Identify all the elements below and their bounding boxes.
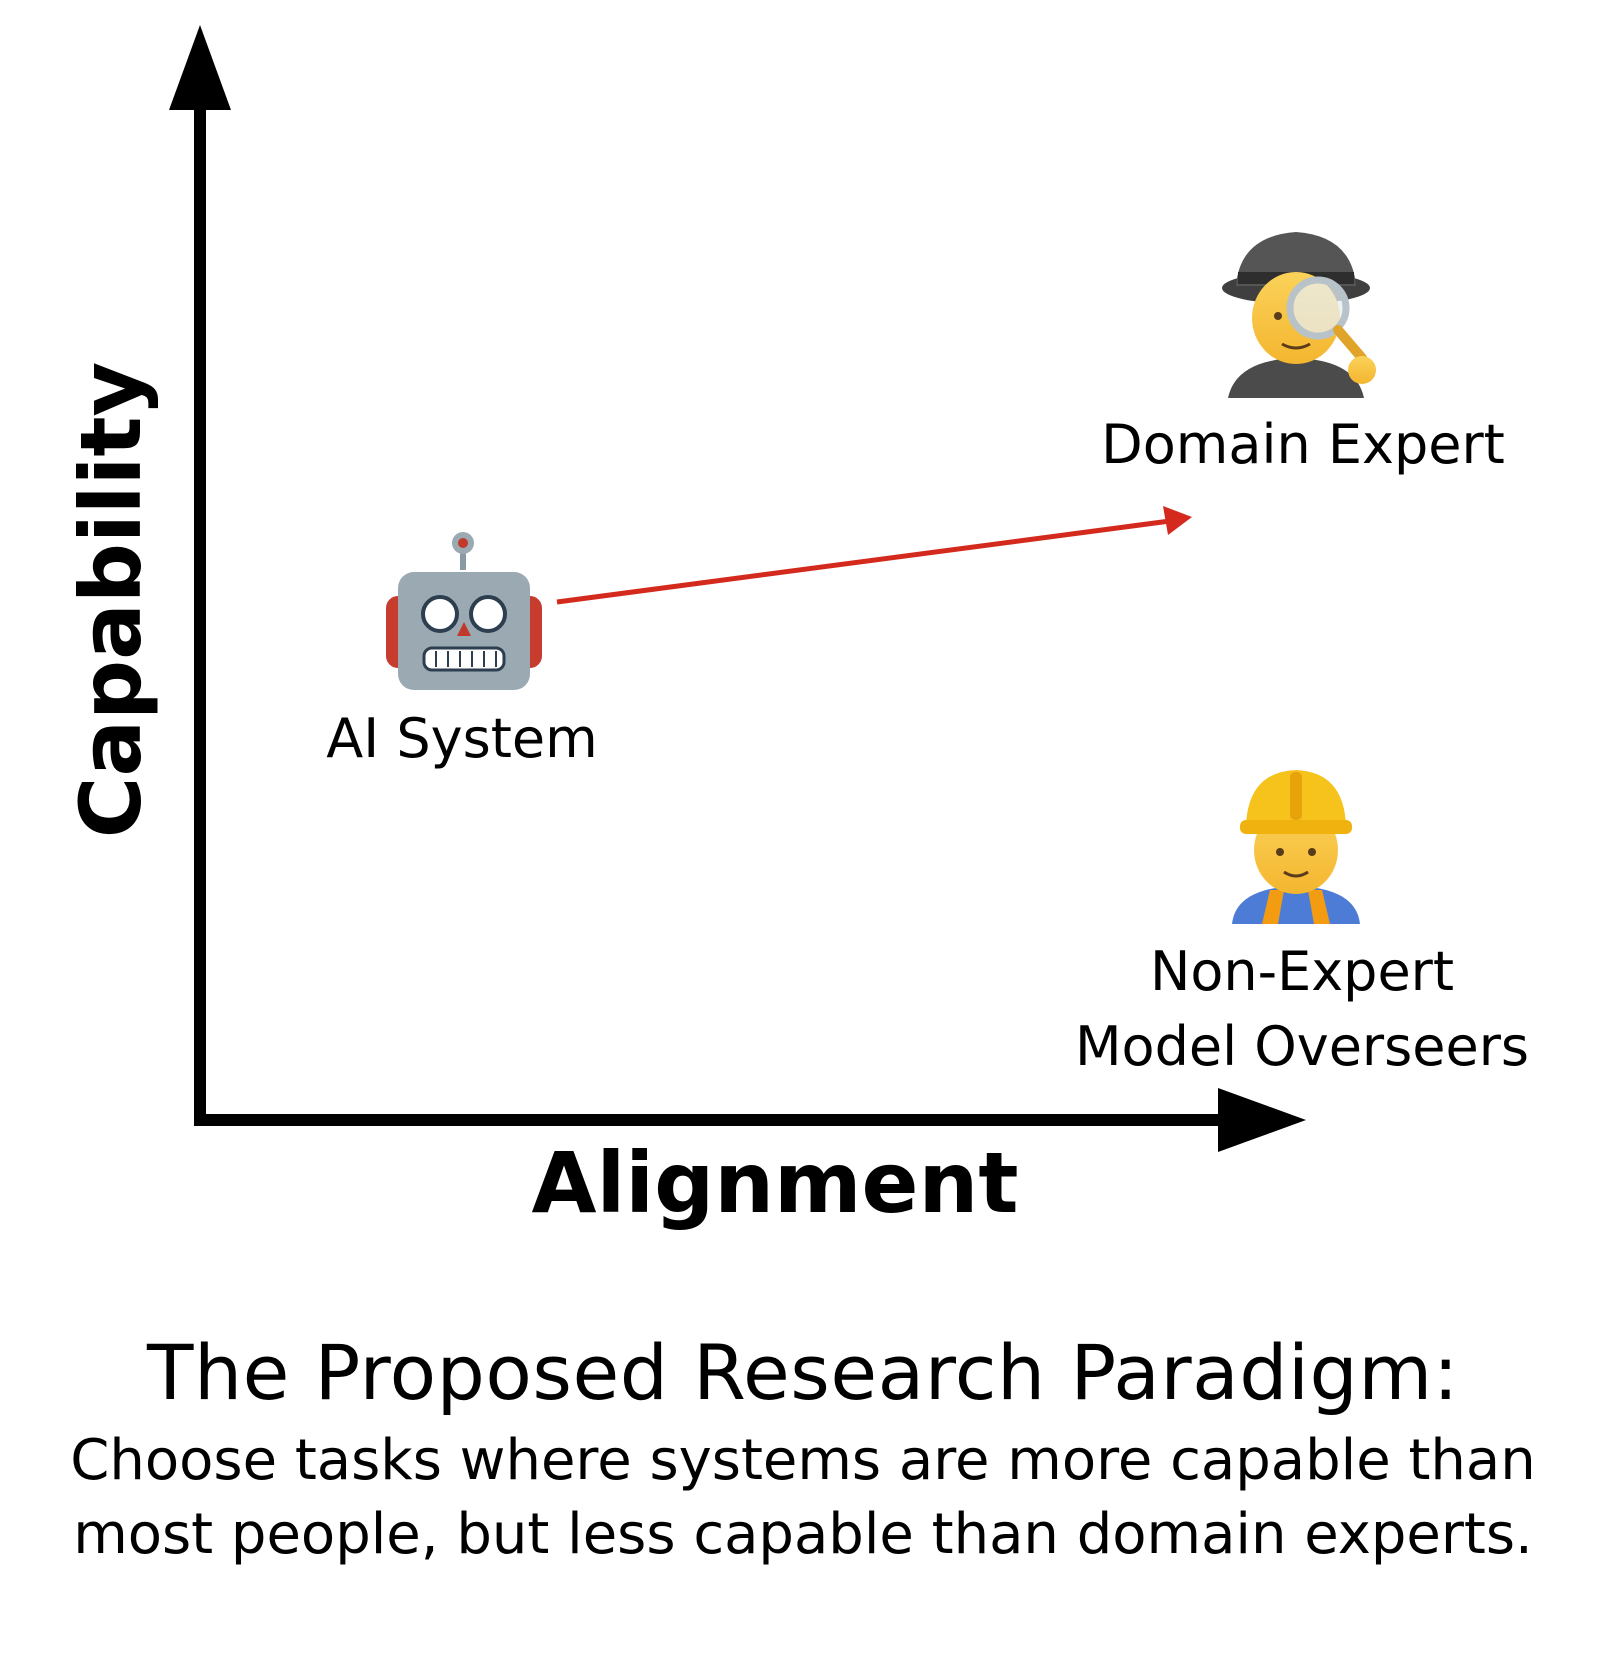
non-expert-label-line2: Model Overseers [1075,1015,1529,1078]
x-axis [194,1088,1306,1152]
non-expert-label-line1: Non-Expert [1150,940,1454,1003]
robot-icon [386,532,542,690]
x-axis-arrowhead [1218,1088,1306,1152]
x-axis-label: Alignment [532,1134,1019,1232]
domain-expert-label: Domain Expert [1101,413,1505,476]
caption-body: Choose tasks where systems are more capa… [70,1428,1536,1567]
progress-arrowhead [1163,506,1192,535]
progress-arrow [556,506,1192,605]
construction-worker-icon [1232,770,1360,924]
caption-title: The Proposed Research Paradigm: [147,1328,1459,1417]
detective-icon [1222,232,1376,398]
ai-system-label: AI System [326,707,597,770]
y-axis-label: Capability [62,362,160,839]
y-axis [169,25,231,1120]
y-axis-arrowhead [169,25,231,110]
